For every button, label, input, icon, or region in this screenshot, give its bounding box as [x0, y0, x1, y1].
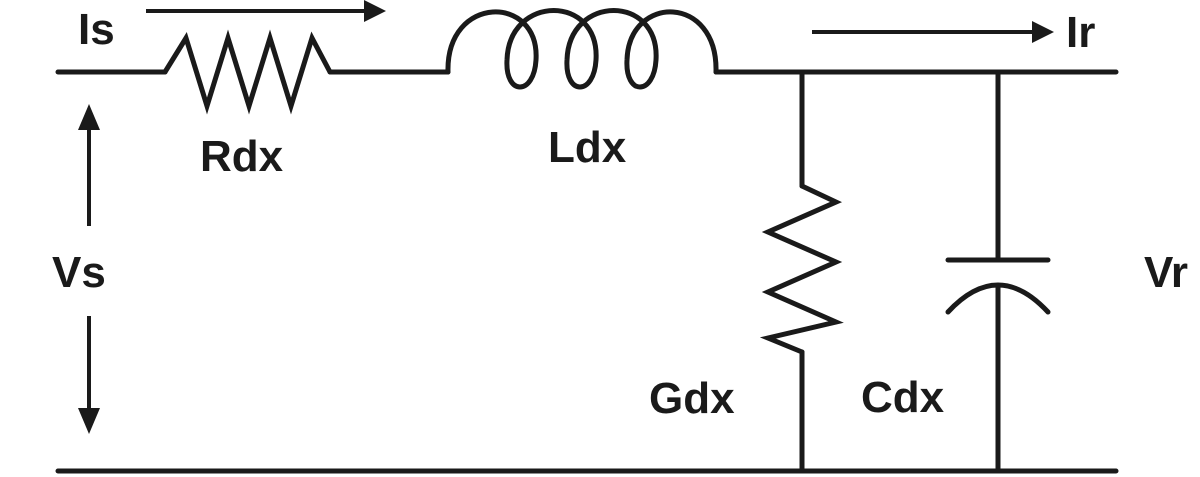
label-receiving-current: Ir [1066, 8, 1095, 57]
sending-current-arrow-head [364, 0, 386, 22]
series-resistor-symbol [162, 29, 333, 115]
label-sending-current: Is [78, 5, 115, 54]
label-inductance: Ldx [548, 123, 627, 172]
receiving-current-arrow-head [1032, 21, 1054, 43]
label-conductance: Gdx [649, 374, 735, 423]
sending-voltage-arrow-up-head [78, 104, 100, 130]
sending-voltage-arrow-down-head [78, 408, 100, 434]
label-sending-voltage: Vs [52, 248, 106, 297]
label-resistance: Rdx [200, 132, 284, 181]
series-inductor-symbol [445, 8, 719, 90]
label-receiving-voltage: Vr [1144, 248, 1188, 297]
shunt-conductance-resistor-symbol [759, 183, 844, 355]
label-capacitance: Cdx [861, 373, 945, 422]
